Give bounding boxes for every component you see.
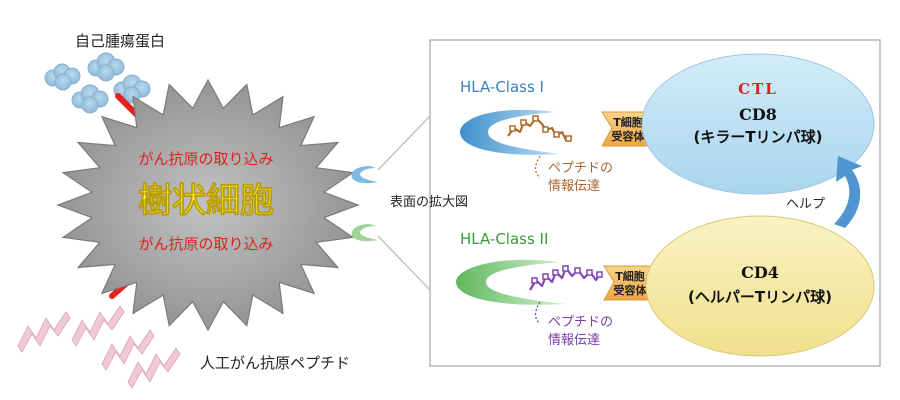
antigen-uptake-label-top: がん抗原の取り込み — [138, 150, 273, 168]
killer-t-label: (キラーTリンパ球) — [694, 128, 823, 146]
artificial-peptide-label: 人工がん抗原ペプチド — [200, 354, 350, 372]
peptide-info-label-2-line2: 情報伝達 — [548, 333, 600, 348]
peptide-purple-residues — [531, 265, 603, 284]
tcr-label-2-line2: 受容体 — [614, 283, 648, 297]
peptide-info-arrow-1 — [534, 155, 541, 179]
helper-t-label: (ヘルパーTリンパ球) — [688, 288, 832, 306]
magnify-callout-lines — [377, 115, 431, 291]
cd4-label: CD4 — [741, 263, 779, 282]
protein-cloud — [71, 84, 109, 114]
hla-class2-label: HLA-Class II — [460, 230, 548, 248]
peptide-squiggle — [17, 311, 71, 353]
cd8-killer-t-cell — [641, 53, 875, 195]
peptide-info-label-2-line1: ペプチドの — [548, 315, 613, 330]
peptide-squiggle — [101, 329, 155, 371]
hla-class1-receptor — [460, 109, 560, 155]
autologous-tumor-protein-label: 自己腫瘍蛋白 — [75, 32, 165, 50]
hla-class1-label: HLA-Class I — [460, 78, 544, 96]
help-arrow — [834, 156, 862, 228]
peptide-brown-residues — [509, 115, 572, 142]
peptide-squiggle — [71, 305, 125, 347]
surface-magnified-label: 表面の拡大図 — [390, 195, 468, 210]
hla-class2-receptor — [456, 259, 566, 305]
tcr-label-1-line1: T細胞 — [613, 115, 643, 129]
peptide-info-arrow-2 — [534, 301, 541, 325]
tcr-label-2-line1: T細胞 — [615, 269, 645, 283]
magnified-view-panel — [429, 39, 881, 367]
antigen-uptake-label-bottom: がん抗原の取り込み — [138, 235, 273, 253]
peptide-brown — [507, 116, 573, 142]
peptide-info-label-1-line1: ペプチドの — [548, 161, 613, 176]
tcr-label-1-line2: 受容体 — [612, 129, 646, 143]
peptide-info-label-1-line2: 情報伝達 — [548, 179, 600, 194]
artificial-peptides — [17, 305, 181, 389]
protein-cloud — [87, 52, 125, 82]
surface-receptor-class1-small — [351, 166, 378, 184]
ctl-label: CTL — [738, 80, 778, 98]
cd8-label: CD8 — [739, 105, 777, 124]
protein-cloud — [44, 63, 81, 91]
help-label: ヘルプ — [786, 197, 825, 212]
peptide-squiggle — [127, 347, 181, 389]
cd4-helper-t-cell — [645, 215, 875, 357]
dendritic-cell-label: 樹状細胞 — [138, 181, 274, 221]
dendritic-cell-shape — [56, 78, 360, 332]
surface-receptor-class2-small — [351, 224, 378, 242]
